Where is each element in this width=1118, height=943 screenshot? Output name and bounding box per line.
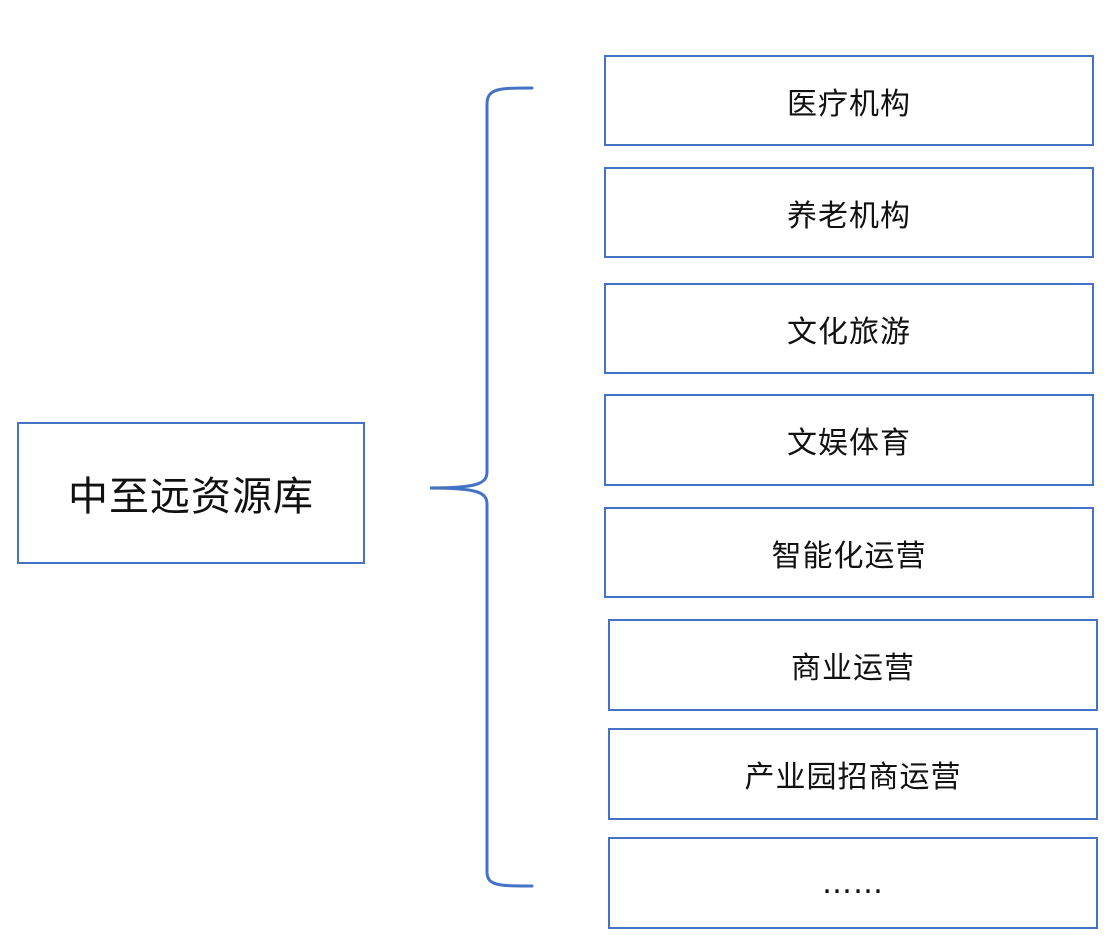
category-box-commercial-operations: 商业运营: [608, 619, 1098, 711]
category-label: 产业园招商运营: [744, 760, 962, 795]
category-box-entertainment-sports: 文娱体育: [604, 394, 1094, 486]
root-node-label: 中至远资源库: [68, 474, 314, 520]
category-label-ellipsis: ……: [822, 865, 884, 901]
category-label: 智能化运营: [771, 538, 927, 574]
category-label: 文娱体育: [787, 426, 911, 461]
root-node: 中至远资源库: [17, 422, 365, 564]
category-box-industrial-park: 产业园招商运营: [608, 728, 1098, 820]
category-box-elderly-care: 养老机构: [604, 167, 1094, 258]
category-label: 养老机构: [787, 198, 911, 234]
category-label: 商业运营: [791, 651, 915, 686]
category-label: 医疗机构: [787, 86, 911, 122]
category-box-culture-tourism: 文化旅游: [604, 283, 1094, 374]
category-box-medical: 医疗机构: [604, 55, 1094, 146]
category-box-smart-operations: 智能化运营: [604, 507, 1094, 598]
category-label: 文化旅游: [787, 314, 911, 350]
category-box-more: ……: [608, 837, 1098, 929]
